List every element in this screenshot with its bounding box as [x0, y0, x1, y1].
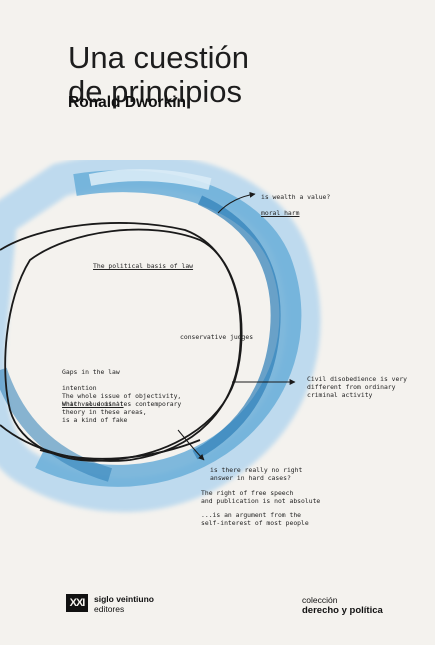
note-civil-disobedience: Civil disobedience is very different fro… [307, 375, 408, 399]
publisher-name: siglo veintiuno [94, 594, 154, 604]
blue-brush-ring [0, 160, 321, 513]
note-hard-cases: is there really no right answer in hard … [210, 466, 303, 482]
note-wealth: is wealth a value? moral harm [261, 185, 330, 217]
note-gaps-line-2: intention [62, 384, 97, 392]
publisher-text: siglo veintiuno editores [94, 594, 154, 614]
note-gaps-line-1: Gaps in the law [62, 368, 120, 376]
collection-block: colección derecho y política [302, 595, 383, 616]
note-objectivity: The whole issue of objectivity, which so… [62, 392, 182, 424]
note-gaps: Gaps in the law intention What value isn… [62, 360, 124, 408]
collection-name: derecho y política [302, 605, 383, 616]
watercolor-circle-artwork [0, 160, 321, 513]
note-wealth-line-1: is wealth a value? [261, 193, 331, 201]
title-line-1: Una cuestión [68, 39, 249, 75]
note-free-speech: The right of free speech and publication… [201, 489, 321, 505]
note-wealth-line-2: moral harm [261, 209, 300, 217]
publisher-subtitle: editores [94, 604, 125, 614]
note-self-interest: ...is an argument from the self-interest… [201, 511, 309, 527]
note-conservative-judges: conservative judges [180, 333, 254, 341]
note-gaps-line-3: What value isn't [62, 400, 124, 408]
book-title: Una cuestión de principios [68, 39, 249, 109]
publisher-logo: XXI [66, 594, 88, 612]
publisher-block: XXI siglo veintiuno editores [66, 594, 154, 614]
collection-label: colección [302, 595, 338, 605]
title-line-2: de principios [68, 73, 243, 109]
annotation-arrows [177, 191, 296, 461]
note-political-basis: The political basis of law [93, 262, 194, 270]
author-name: Ronald Dworkin [68, 94, 186, 111]
ink-loops [0, 222, 243, 462]
